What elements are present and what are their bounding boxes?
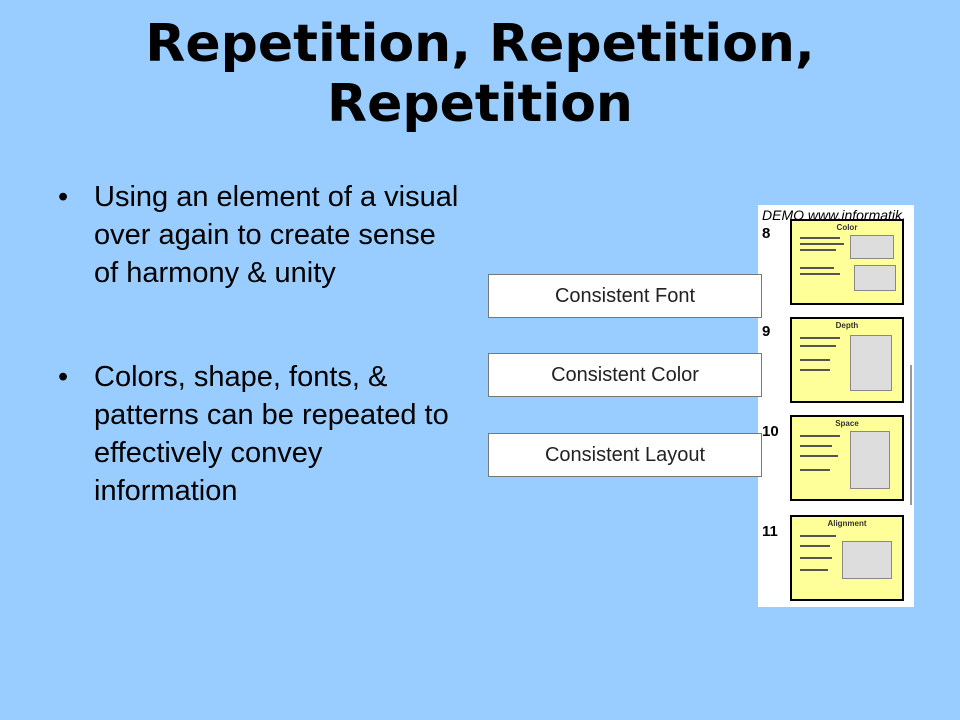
thumbnail-text-line (800, 267, 834, 269)
bullet-item: • Colors, shape, fonts, & patterns can b… (56, 358, 466, 510)
thumbnail-text-line (800, 569, 828, 571)
slide-thumbnails-panel: DEMO www.informatik. 8 Color 9 Depth 10 … (758, 205, 914, 607)
thumbnail-scrollbar[interactable] (910, 365, 912, 505)
thumbnail-title: Depth (835, 321, 859, 330)
thumbnail-text-line (800, 369, 830, 371)
thumbnail-slide[interactable]: Color (790, 219, 904, 305)
thumbnail-text-line (800, 557, 832, 559)
thumbnail-slide[interactable]: Alignment (790, 515, 904, 601)
thumbnail-slide[interactable]: Space (790, 415, 904, 501)
thumbnail-text-line (800, 345, 836, 347)
bullet-list: • Using an element of a visual over agai… (56, 178, 466, 576)
slide-title-line2: Repetition (327, 74, 633, 134)
thumbnail-title: Space (835, 419, 859, 428)
slide-title-line1: Repetition, Repetition, (145, 14, 815, 74)
thumbnail-text-line (800, 545, 830, 547)
consistent-layout-label: Consistent Layout (488, 433, 762, 477)
bullet-dot-icon: • (58, 361, 69, 393)
thumbnail-text-line (800, 237, 840, 239)
thumbnail-image (854, 265, 896, 291)
thumbnail-text-line (800, 469, 830, 471)
thumbnail-number: 10 (762, 423, 779, 440)
bullet-item: • Using an element of a visual over agai… (56, 178, 466, 292)
thumbnail-text-line (800, 359, 830, 361)
thumbnail-slide[interactable]: Depth (790, 317, 904, 403)
thumbnail-text-line (800, 435, 840, 437)
thumbnail-image (850, 335, 892, 391)
bullet-text: Using an element of a visual over again … (94, 181, 459, 289)
slide-title: Repetition, Repetition, Repetition (40, 14, 920, 134)
thumbnail-title: Color (836, 223, 858, 232)
thumbnail-text-line (800, 273, 840, 275)
thumbnail-number: 9 (762, 323, 771, 340)
thumbnail-number: 11 (762, 523, 778, 540)
thumbnail-image (850, 431, 890, 489)
thumbnail-image (842, 541, 892, 579)
thumbnail-title: Alignment (827, 519, 867, 528)
thumbnail-text-line (800, 243, 844, 245)
thumbnail-image (850, 235, 894, 259)
consistent-font-label: Consistent Font (488, 274, 762, 318)
bullet-text: Colors, shape, fonts, & patterns can be … (94, 361, 449, 507)
thumbnail-text-line (800, 535, 836, 537)
bullet-dot-icon: • (58, 181, 69, 213)
consistent-color-label: Consistent Color (488, 353, 762, 397)
thumbnail-number: 8 (762, 225, 771, 242)
thumbnail-text-line (800, 249, 836, 251)
thumbnail-text-line (800, 445, 832, 447)
thumbnail-text-line (800, 337, 840, 339)
thumbnail-text-line (800, 455, 838, 457)
